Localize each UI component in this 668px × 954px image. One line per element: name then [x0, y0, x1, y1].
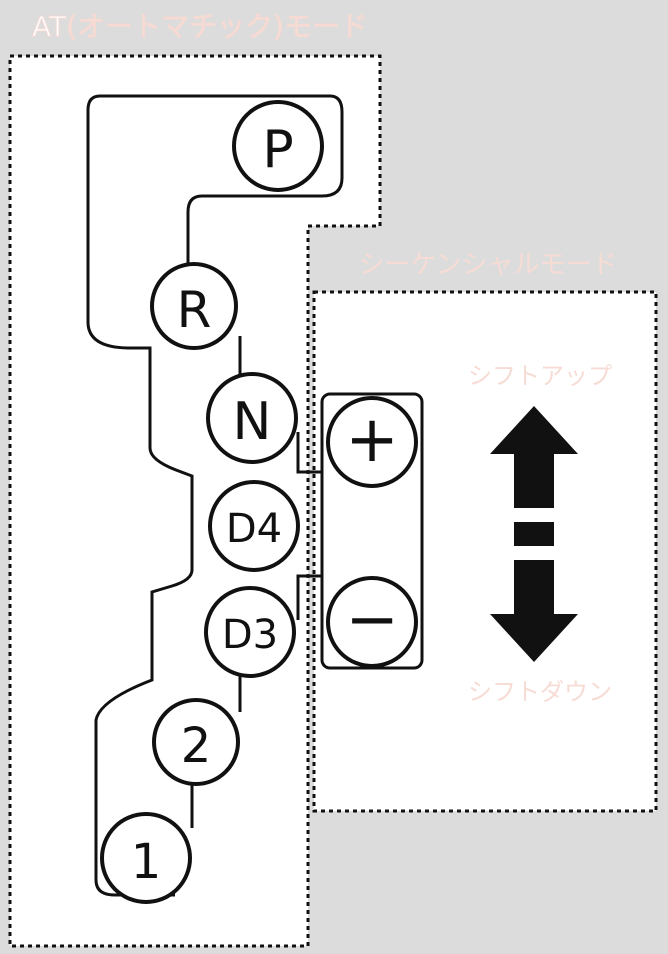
gear-r-label: R	[177, 281, 212, 339]
at-mode-title-suffix: (オートマチック)モード	[66, 10, 368, 43]
gear-d3: D3	[204, 586, 296, 678]
gear-r: R	[150, 262, 238, 350]
plus-label: +	[345, 403, 399, 477]
gear-p-label: P	[262, 120, 293, 180]
shift-plus-knob: +	[326, 396, 418, 488]
at-mode-title-prefix: AT	[32, 10, 67, 43]
sequential-mode-title: シーケンシャルモード	[358, 250, 617, 280]
minus-label: −	[345, 583, 399, 657]
gear-1: 1	[100, 812, 192, 904]
gear-n-label: N	[233, 392, 272, 452]
sequential-mode-panel	[312, 290, 658, 813]
shift-up-label: シフトアップ	[468, 362, 612, 390]
gear-d3-label: D3	[222, 612, 278, 658]
gear-2-label: 2	[181, 718, 212, 774]
shift-gate-left-outline	[86, 94, 330, 897]
shift-gate-p-outline	[186, 94, 344, 268]
gear-d4-label: D4	[226, 506, 282, 552]
shift-minus-knob: −	[326, 576, 418, 668]
double-arrow-up-down-icon	[490, 406, 578, 662]
at-mode-panel	[8, 54, 382, 948]
at-mode-title: AT(オートマチック)モード	[32, 10, 368, 43]
gear-p: P	[232, 100, 324, 192]
gear-2: 2	[152, 698, 240, 786]
shift-down-label: シフトダウン	[468, 678, 612, 706]
gear-1-label: 1	[131, 834, 162, 890]
gear-d4: D4	[208, 480, 300, 572]
gear-n: N	[206, 372, 298, 464]
